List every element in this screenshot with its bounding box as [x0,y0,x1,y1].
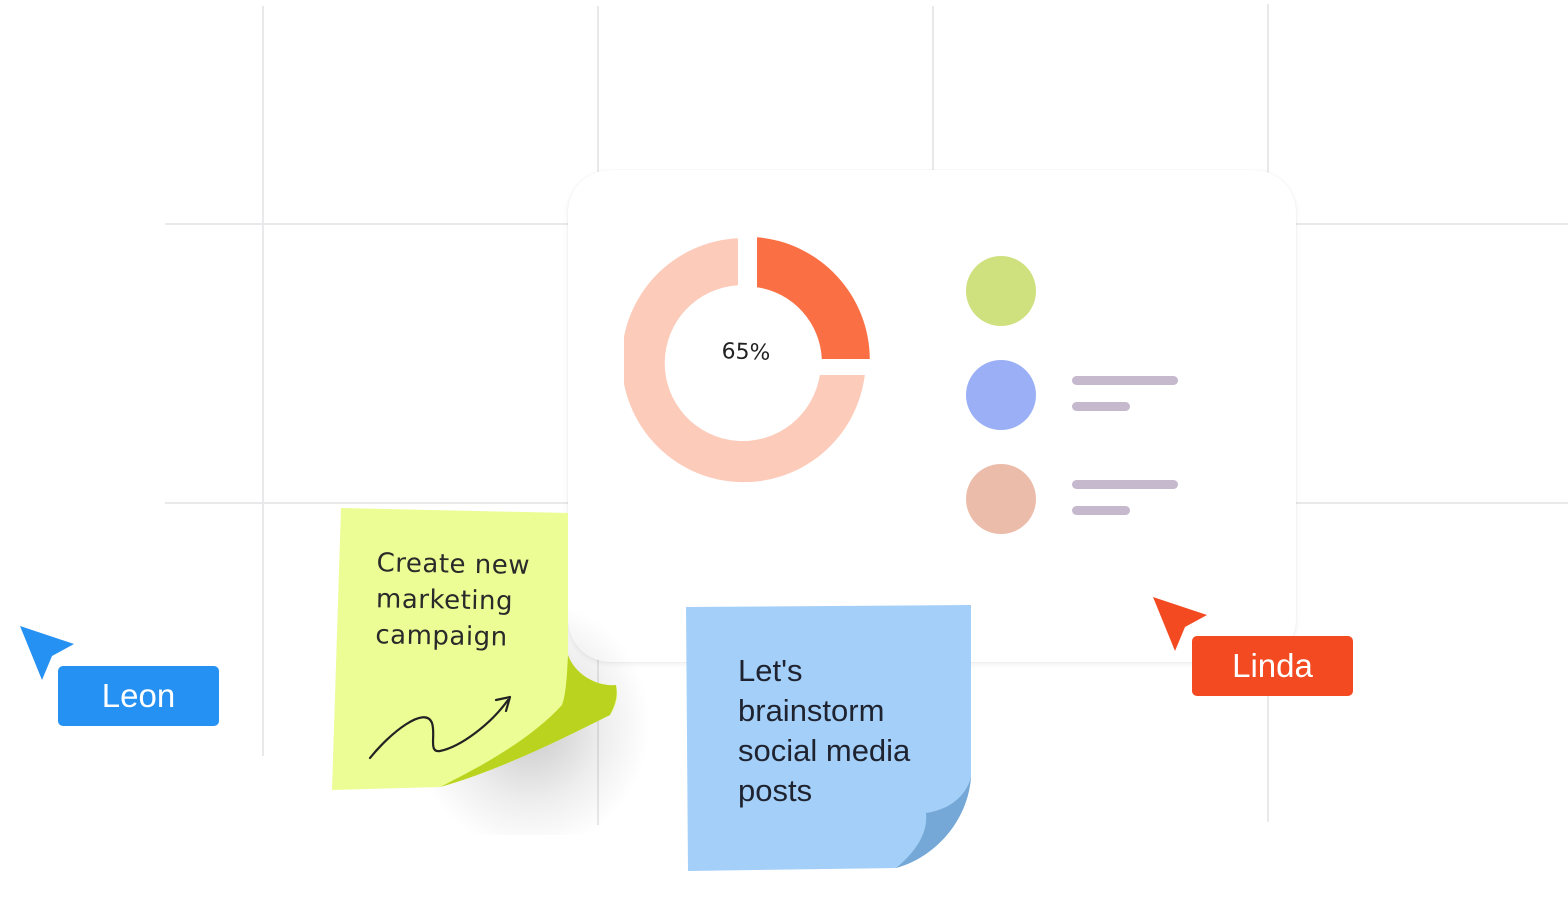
legend-dot-peach [966,464,1036,534]
collaborator-tag-linda: Linda [1192,636,1353,696]
pointer-cursor-icon [20,626,74,680]
note-fold [896,777,971,868]
legend-line [1072,506,1130,515]
collaborator-tag-leon: Leon [58,666,219,726]
legend-line [1072,402,1130,411]
donut-chart [624,237,870,483]
sticky-note-text: Let's brainstorm social media posts [738,653,911,808]
chart-card[interactable]: 65% [568,170,1296,662]
donut-segment-remaining [624,238,865,483]
legend-dot-blue [966,360,1036,430]
legend-line [1072,480,1178,489]
note-fold [440,655,617,787]
donut-percent-label: 65% [721,339,771,366]
sticky-note-blue[interactable]: Let's brainstorm social media posts [686,605,972,873]
donut-segment-highlight [757,237,870,359]
legend-dot-green [966,256,1036,326]
sticky-note-yellow[interactable]: Create new marketing campaign [330,505,650,835]
arrow-head-icon [494,695,512,713]
pointer-cursor-icon [1153,597,1207,651]
note-body [332,508,618,790]
legend-line [1072,376,1178,385]
trend-up-arrow-icon [368,698,510,760]
sticky-note-text: Create new marketing campaign [375,548,531,653]
note-body [686,605,971,871]
